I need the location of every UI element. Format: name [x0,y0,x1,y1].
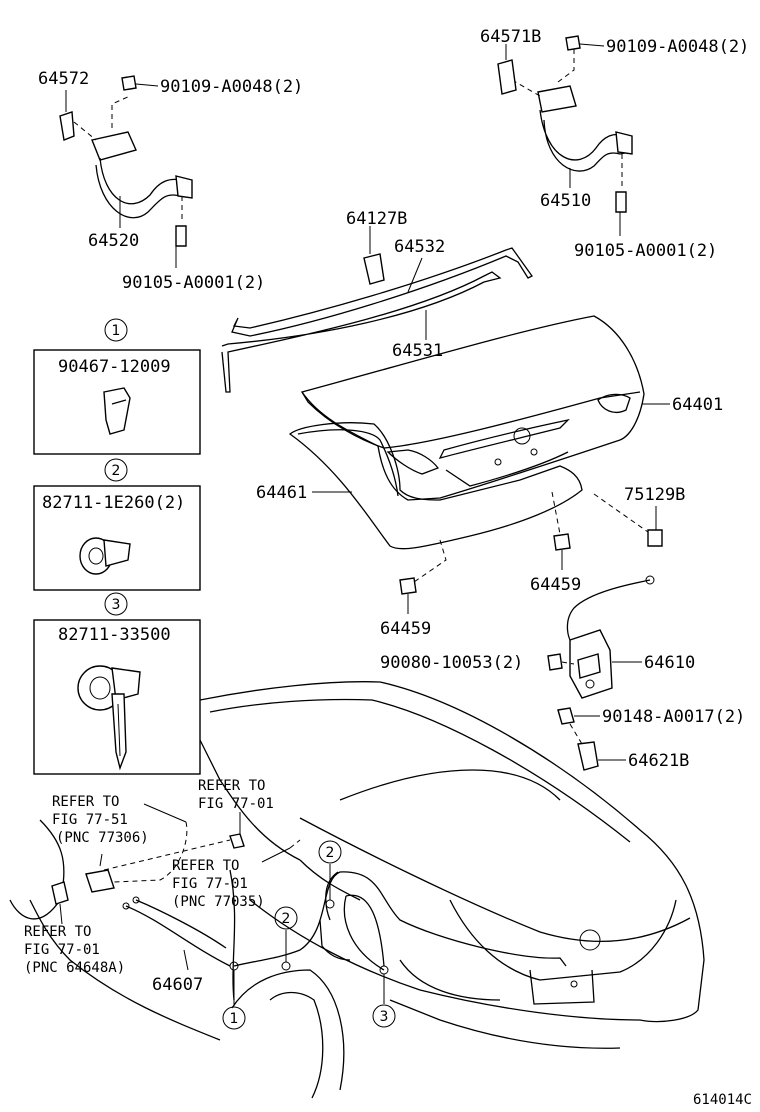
callout-2-cable-b: 2 [326,845,335,861]
refer-note-77-01-a[interactable]: REFER TO FIG 77-01 [198,778,274,834]
label-64531: 64531 [392,341,443,361]
label-90109-right: 90109-A0048(2) [606,37,749,57]
bolt-90080[interactable] [547,653,575,671]
clip-64572[interactable] [59,90,75,141]
label-64532: 64532 [394,237,445,257]
box-1-partno: 90467-12009 [58,357,171,377]
label-64607: 64607 [152,975,203,995]
bolt-90105-right[interactable] [615,191,627,236]
callout-1-top: 1 [112,323,121,339]
ref-77-51-line1: REFER TO [52,794,119,810]
label-64401: 64401 [672,395,723,415]
refer-note-77-01-b[interactable]: REFER TO FIG 77-01 (PNC 77035) [172,839,301,910]
ref-77-01-a-line1: REFER TO [198,778,265,794]
callout-3-top: 3 [112,597,121,613]
label-64459-left: 64459 [380,619,431,639]
cushion-75129B[interactable] [593,493,663,547]
detail-box-1: 1 90467-12009 [33,318,201,455]
label-64520: 64520 [88,231,139,251]
callout-3-cable: 3 [380,1009,389,1025]
bolt-90148[interactable] [557,707,600,725]
label-64572: 64572 [38,69,89,89]
refer-note-77-01-c[interactable]: REFER TO FIG 77-01 (PNC 64648A) [24,924,125,976]
ref-77-01-c-line3: (PNC 64648A) [24,960,125,976]
clip-64127B[interactable] [363,226,385,285]
box-2-partno: 82711-1E260(2) [42,493,185,513]
bolt-90109-left[interactable] [121,75,159,91]
bolt-90105-left[interactable] [175,225,187,268]
detail-box-2: 2 82711-1E260(2) [33,458,201,591]
box-3-partno: 82711-33500 [58,625,171,645]
bracket-64621B[interactable] [569,723,626,771]
opener-switch[interactable] [51,833,245,925]
ref-77-01-a-line2: FIG 77-01 [198,796,274,812]
torsion-rod-64531[interactable] [221,271,502,393]
label-75129B: 75129B [624,485,685,505]
callout-1-cable: 1 [230,1011,239,1027]
bumper-64459-right[interactable] [551,491,571,570]
detail-box-3: 3 82711-33500 [33,592,201,775]
ref-77-01-c-line1: REFER TO [24,924,91,940]
label-64459-right: 64459 [530,575,581,595]
label-90105-left: 90105-A0001(2) [122,273,265,293]
label-90148: 90148-A0017(2) [602,707,745,727]
label-64621B: 64621B [628,751,689,771]
callout-2-cable-a: 2 [282,911,291,927]
ref-77-51-line2: FIG 77-51 [52,812,128,828]
hinge-left-64520[interactable] [73,95,193,222]
label-64461: 64461 [256,483,307,503]
label-64127B: 64127B [346,209,407,229]
ref-77-01-b-line2: FIG 77-01 [172,876,248,892]
callout-2-top: 2 [112,463,121,479]
clip-64571B[interactable] [497,44,517,95]
refer-note-77-51[interactable]: REFER TO FIG 77-51 (PNC 77306) [52,794,188,883]
trunk-lid-64401[interactable] [300,315,670,501]
weatherstrip-64461[interactable] [288,422,583,550]
torsion-rod-64532[interactable] [231,247,533,337]
car-body [9,681,705,1099]
ref-77-01-c-line2: FIG 77-01 [24,942,100,958]
figure-id: 614014C [693,1092,752,1108]
label-64610: 64610 [644,653,695,673]
ref-77-01-b-line1: REFER TO [172,858,239,874]
release-cable-64607[interactable] [122,871,578,988]
label-90105-right: 90105-A0001(2) [574,241,717,261]
label-90109-left: 90109-A0048(2) [160,77,303,97]
hinge-right-64510[interactable] [511,46,633,188]
lock-assembly-64610[interactable] [566,575,655,699]
cable-callouts: 1 2 2 3 [222,840,396,1030]
ref-77-51-line3: (PNC 77306) [56,830,149,846]
bolt-90109-right[interactable] [565,35,605,51]
label-64510: 64510 [540,191,591,211]
bumper-64459-left[interactable] [399,539,447,614]
label-64571B: 64571B [480,27,541,47]
ref-77-01-b-line3: (PNC 77035) [172,894,265,910]
label-90080: 90080-10053(2) [380,653,523,673]
